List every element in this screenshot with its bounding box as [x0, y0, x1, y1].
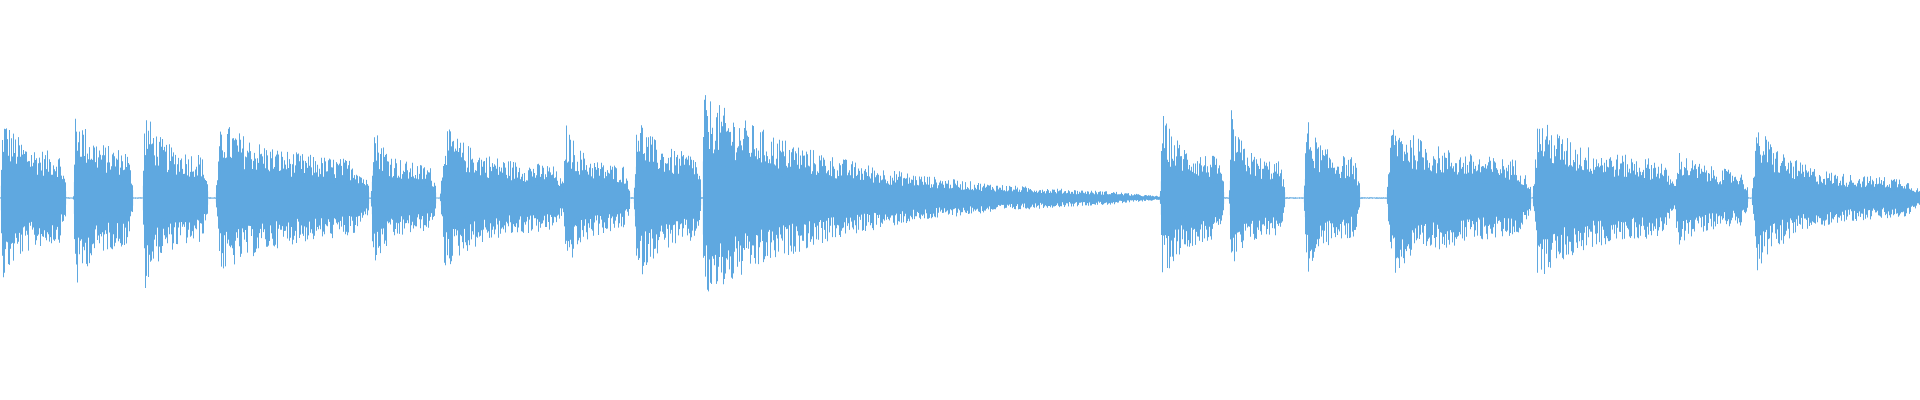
waveform-core: [0, 161, 1920, 235]
waveform-lines: [0, 95, 1920, 292]
